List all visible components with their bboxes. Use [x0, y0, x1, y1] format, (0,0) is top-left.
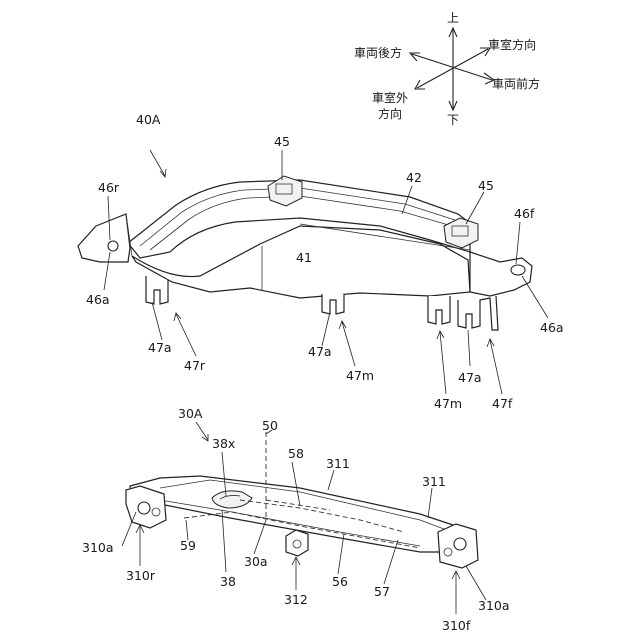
label-47a-mid: 47a — [308, 344, 332, 359]
label-cabin-direction: 車室方向 — [488, 37, 536, 52]
label-46f: 46f — [514, 206, 535, 221]
orientation-compass: 上 下 車両後方 車室方向 車両前方 車室外 方向 — [354, 11, 540, 127]
leader-38 — [222, 510, 226, 572]
leader-46f — [516, 222, 520, 264]
label-311-top: 311 — [326, 456, 350, 471]
label-46a-rear: 46a — [86, 292, 110, 307]
label-42: 42 — [406, 170, 422, 185]
label-30a: 30a — [244, 554, 268, 569]
front-end-block — [438, 524, 478, 568]
leader-47m-right — [440, 332, 446, 394]
label-up: 上 — [447, 11, 459, 25]
label-47a-left: 47a — [148, 340, 172, 355]
leg-47m-right — [428, 296, 450, 324]
leader-45-right — [466, 192, 484, 224]
label-41: 41 — [296, 250, 312, 265]
label-310a-rear: 310a — [82, 540, 114, 555]
leader-59 — [186, 520, 188, 540]
label-47m-right: 47m — [434, 396, 462, 411]
label-45-left: 45 — [274, 134, 290, 149]
label-47r: 47r — [184, 358, 206, 373]
label-down: 下 — [447, 113, 459, 127]
leg-47r — [146, 276, 168, 304]
label-50: 50 — [262, 418, 278, 433]
label-38: 38 — [220, 574, 236, 589]
leader-47a-mid — [322, 312, 330, 346]
leader-56 — [338, 534, 344, 574]
rear-arrowhead — [410, 53, 420, 61]
front-rear-axis — [412, 54, 492, 80]
lower-component-drawing: 30A 38x 50 58 311 311 310a 310r 59 38 30… — [82, 406, 510, 633]
label-310a-front: 310a — [478, 598, 510, 613]
label-vehicle-rear: 車両後方 — [354, 45, 402, 60]
leader-40A — [150, 150, 165, 176]
leader-47r — [176, 314, 196, 356]
label-45-right: 45 — [478, 178, 494, 193]
label-57: 57 — [374, 584, 390, 599]
rear-tab-46r — [78, 214, 130, 262]
label-310r: 310r — [126, 568, 156, 583]
leg-47m-middle — [322, 294, 344, 314]
leader-46a-front — [522, 276, 548, 318]
label-58: 58 — [288, 446, 304, 461]
label-38x: 38x — [212, 436, 235, 451]
label-47a-right: 47a — [458, 370, 482, 385]
label-outside-line2: 方向 — [378, 106, 402, 121]
leader-310a-front — [466, 566, 486, 600]
leader-30a — [254, 520, 266, 554]
label-47f: 47f — [492, 396, 513, 411]
leader-47a-left — [152, 302, 162, 340]
label-310f: 310f — [442, 618, 471, 633]
center-clip-312 — [286, 530, 308, 556]
label-vehicle-front: 車両前方 — [492, 76, 540, 91]
label-46r: 46r — [98, 180, 120, 195]
label-40A: 40A — [136, 112, 161, 127]
label-59: 59 — [180, 538, 196, 553]
leg-47f — [458, 296, 498, 330]
label-312: 312 — [284, 592, 308, 607]
label-47m-mid: 47m — [346, 368, 374, 383]
upper-component-drawing: 40A 45 42 45 41 46r 46a 46f 46a 47a 47r … — [78, 112, 564, 411]
label-outside-line1: 車室外 — [372, 90, 408, 105]
leader-47a-right — [468, 330, 470, 366]
leader-310a-rear — [122, 512, 136, 546]
leader-47m-mid — [342, 322, 355, 366]
label-30A: 30A — [178, 406, 203, 421]
leader-311-right — [428, 488, 432, 518]
leader-47f — [490, 340, 502, 394]
leader-311-top — [328, 470, 334, 490]
label-56: 56 — [332, 574, 348, 589]
label-46a-front: 46a — [540, 320, 564, 335]
label-311-right: 311 — [422, 474, 446, 489]
